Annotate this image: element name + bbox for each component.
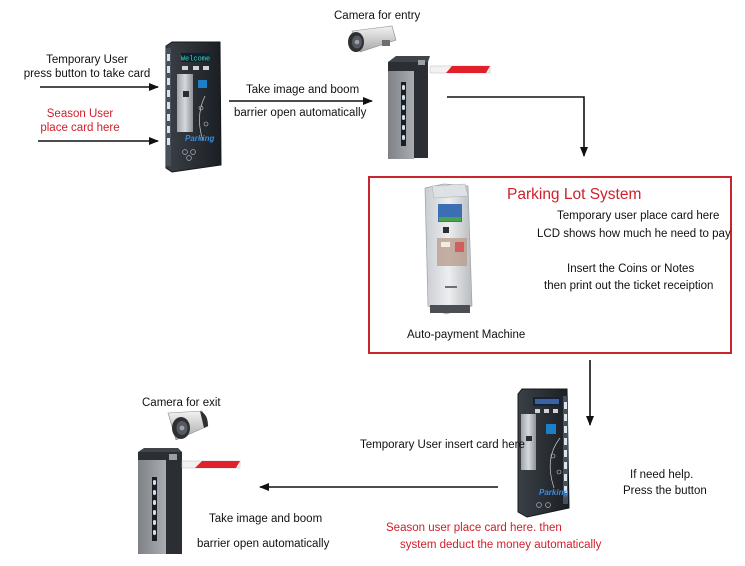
system-line1: Temporary user place card here: [557, 210, 720, 222]
entry-ticket-kiosk: Welcome Parking: [165, 41, 222, 173]
entry-arrow-label-line2: barrier open automatically: [234, 107, 367, 119]
exit-kiosk-logo-text: Parking: [539, 488, 568, 497]
auto-payment-machine: [424, 183, 473, 315]
entry-arrow-label-line1: Take image and boom: [246, 84, 360, 96]
temp-user-line2: press button to take card: [23, 68, 151, 80]
entry-camera: [348, 25, 397, 53]
temp-user-line1: Temporary User: [46, 54, 128, 66]
exit-temp-user-label: Temporary User insert card here: [360, 439, 525, 451]
season-user-line2: place card here: [40, 122, 120, 134]
exit-arrow-label-line2: barrier open automatically: [197, 538, 330, 550]
exit-camera: [167, 410, 209, 441]
entry-camera-label: Camera for entry: [334, 10, 421, 22]
exit-arrow-label-line1: Take image and boom: [209, 513, 323, 525]
kiosk-screen-text: Welcome: [181, 56, 210, 64]
season-user-label: Season User place card here: [25, 107, 135, 135]
arrow-entry-barrier-to-system: [447, 96, 588, 157]
exit-season-line2: system deduct the money automatically: [400, 539, 602, 551]
auto-payment-machine-label: Auto-payment Machine: [407, 329, 526, 341]
entry-barrier-gate: [388, 56, 491, 159]
parking-lot-system-title: Parking Lot System: [507, 186, 642, 203]
temp-user-label: Temporary User press button to take card: [22, 53, 152, 81]
exit-camera-label: Camera for exit: [142, 397, 221, 409]
system-line3: Insert the Coins or Notes: [567, 263, 695, 275]
system-line4: then print out the ticket receiption: [544, 280, 714, 292]
system-line2: LCD shows how much he need to pay: [537, 228, 731, 240]
help-line2: Press the button: [623, 485, 707, 497]
exit-ticket-kiosk: Parking: [517, 388, 570, 518]
kiosk-logo-text: Parking: [185, 134, 214, 143]
help-line1: If need help.: [630, 469, 694, 481]
exit-season-line1: Season user place card here. then: [386, 522, 562, 534]
exit-barrier-gate: [138, 448, 241, 554]
season-user-line1: Season User: [46, 108, 114, 120]
parking-lot-system-box: [368, 176, 732, 354]
